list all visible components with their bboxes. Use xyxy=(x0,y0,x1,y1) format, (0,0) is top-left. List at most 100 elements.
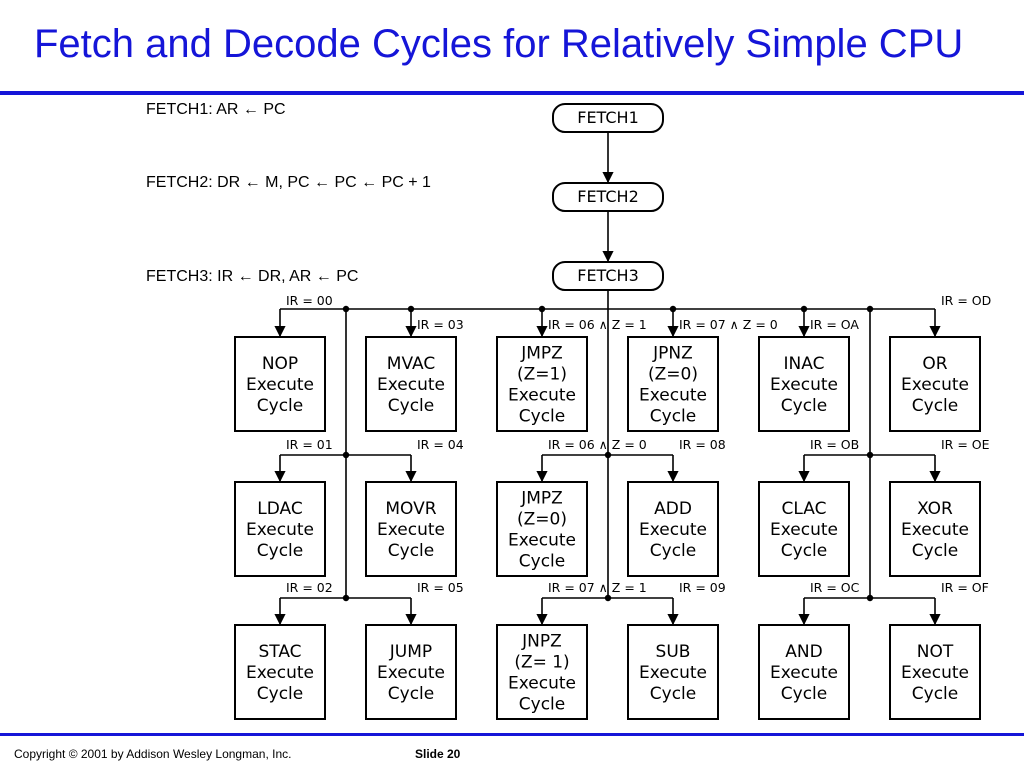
execute-box-frame xyxy=(889,624,981,720)
junction-dot xyxy=(407,305,415,313)
execute-box-text: Cycle xyxy=(388,396,434,416)
junction-dot xyxy=(342,451,350,459)
junction-dot xyxy=(866,305,874,313)
condition-label: IR = 07 ∧ Z = 0 xyxy=(679,317,778,332)
execute-box-frame xyxy=(234,624,326,720)
execute-box-text: Cycle xyxy=(781,541,827,561)
execute-box-text: CLAC xyxy=(782,499,827,519)
execute-box-text: Cycle xyxy=(650,541,696,561)
execute-box-text: Execute xyxy=(246,375,314,395)
execute-boxes: NOPExecuteCycleMVACExecuteCycleJMPZ(Z=1)… xyxy=(234,336,981,720)
junction-dot xyxy=(800,305,808,313)
condition-label: IR = 05 xyxy=(417,580,464,595)
execute-box-frame xyxy=(889,481,981,577)
condition-label: IR = 00 xyxy=(286,293,333,308)
condition-label: IR = OE xyxy=(941,437,990,452)
execute-box-frame xyxy=(365,624,457,720)
execute-box-text: Execute xyxy=(901,663,969,683)
state-fetch1 xyxy=(552,103,664,133)
junction-dot xyxy=(669,305,677,313)
execute-box-text: JNPZ xyxy=(521,632,562,652)
execute-box-text: Cycle xyxy=(650,407,696,427)
execute-box-text: ADD xyxy=(654,499,692,519)
execute-box-text: XOR xyxy=(917,499,953,519)
execute-box-text: Execute xyxy=(639,520,707,540)
execute-box-frame xyxy=(234,481,326,577)
execute-box-text: Execute xyxy=(377,663,445,683)
condition-label: IR = 02 xyxy=(286,580,333,595)
execute-box-text: Execute xyxy=(508,531,576,551)
execute-box-text: Cycle xyxy=(650,684,696,704)
execute-box-text: LDAC xyxy=(257,499,302,519)
state-fetch2 xyxy=(552,182,664,212)
execute-box-text: OR xyxy=(922,354,947,374)
execute-box-text: Execute xyxy=(508,386,576,406)
junction-dot xyxy=(604,594,612,602)
execute-box-text: MVAC xyxy=(387,354,435,374)
execute-box-frame xyxy=(496,336,588,432)
junction-dot xyxy=(342,594,350,602)
execute-box-text: JMPZ xyxy=(520,489,563,509)
condition-label: IR = OA xyxy=(810,317,859,332)
execute-box-text: NOT xyxy=(917,642,954,662)
copyright-text: Copyright © 2001 by Addison Wesley Longm… xyxy=(14,747,292,761)
execute-box-text: JMPZ xyxy=(520,344,563,364)
condition-label: IR = 07 ∧ Z = 1 xyxy=(548,580,647,595)
rtl-fetch3: FETCH3: IR ← DR, AR ← PC xyxy=(146,268,359,285)
condition-label: IR = 09 xyxy=(679,580,726,595)
junction-dot xyxy=(538,305,546,313)
execute-box-text: Cycle xyxy=(519,695,565,715)
condition-label: IR = 08 xyxy=(679,437,726,452)
condition-label: IR = 04 xyxy=(417,437,464,452)
rtl-fetch2: FETCH2: DR ← M, PC ← PC ← PC + 1 xyxy=(146,174,431,191)
execute-box-text: (Z=0) xyxy=(648,365,698,385)
footer-divider xyxy=(0,733,1024,736)
junction-dot xyxy=(866,451,874,459)
execute-box-frame xyxy=(627,336,719,432)
rtl-fetch1: FETCH1: AR ← PC xyxy=(146,101,286,118)
junction-dots xyxy=(342,305,874,602)
execute-box-text: JUMP xyxy=(389,642,432,662)
execute-box-text: Cycle xyxy=(388,541,434,561)
condition-label: IR = 01 xyxy=(286,437,333,452)
slide-number: Slide 20 xyxy=(415,747,461,761)
execute-box-frame xyxy=(889,336,981,432)
execute-box-text: (Z=0) xyxy=(517,510,567,530)
condition-label: IR = OB xyxy=(810,437,859,452)
execute-box-text: Execute xyxy=(901,375,969,395)
execute-box-frame xyxy=(496,481,588,577)
condition-label: IR = 06 ∧ Z = 1 xyxy=(548,317,647,332)
execute-box-frame xyxy=(758,624,850,720)
execute-box-frame xyxy=(627,481,719,577)
condition-label: IR = OF xyxy=(941,580,989,595)
execute-box-text: Execute xyxy=(639,386,707,406)
execute-box-frame xyxy=(365,481,457,577)
execute-box-text: INAC xyxy=(784,354,825,374)
execute-box-text: Execute xyxy=(377,520,445,540)
execute-box-text: Cycle xyxy=(257,396,303,416)
execute-box-text: Cycle xyxy=(912,396,958,416)
execute-box-text: NOP xyxy=(262,354,298,374)
execute-box-text: SUB xyxy=(656,642,691,662)
condition-label: IR = 06 ∧ Z = 0 xyxy=(548,437,647,452)
junction-dot xyxy=(866,594,874,602)
execute-box-frame xyxy=(365,336,457,432)
execute-box-text: (Z=1) xyxy=(517,365,567,385)
junction-dot xyxy=(342,305,350,313)
